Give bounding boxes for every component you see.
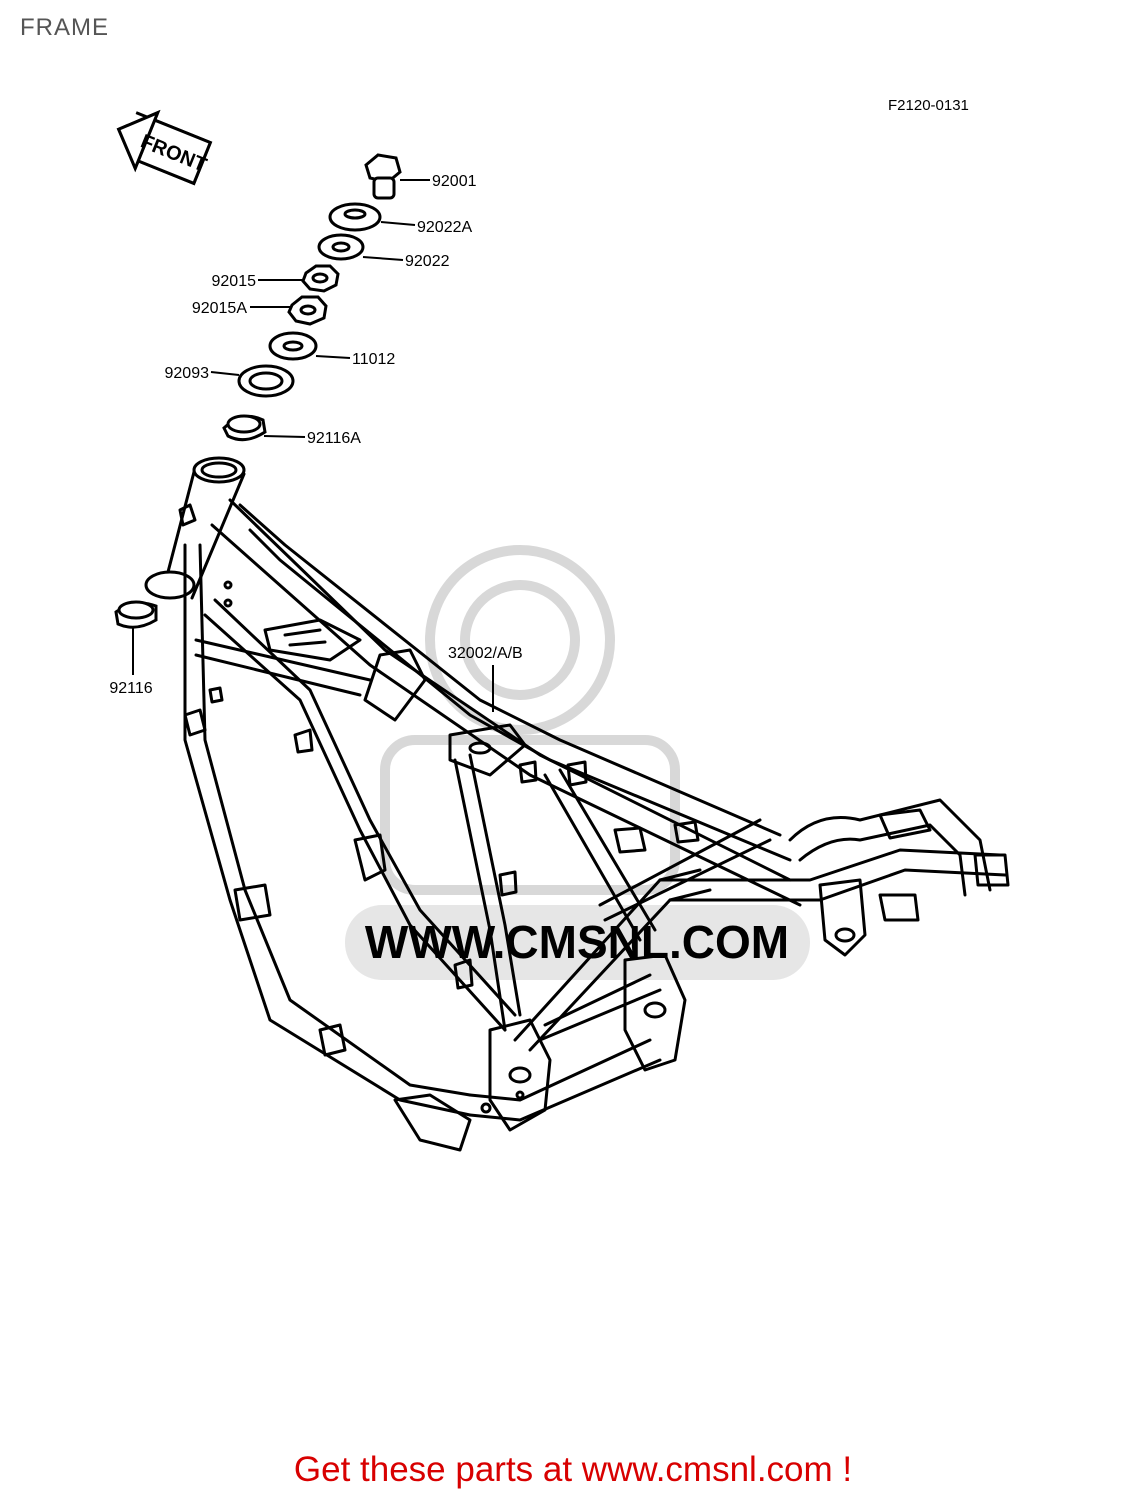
label-92001: 92001 xyxy=(432,173,477,190)
frame-32002 xyxy=(144,456,1010,1152)
part-labels: 92001 92022A 92022 92015 92015A 11012 92… xyxy=(109,173,522,697)
label-11012: 11012 xyxy=(352,351,395,368)
front-arrow-icon: FRONT xyxy=(116,109,213,186)
leader-lines xyxy=(132,179,494,712)
label-92116: 92116 xyxy=(109,680,152,697)
page-title: FRAME xyxy=(20,14,109,41)
label-92022a: 92022A xyxy=(417,219,472,236)
label-92116a: 92116A xyxy=(307,430,361,447)
label-92093: 92093 xyxy=(165,365,210,382)
label-92015: 92015 xyxy=(212,273,257,290)
bolt-92001 xyxy=(364,153,402,200)
cmsnl-watermark: WWW.CMSNL.COM xyxy=(345,545,810,980)
label-92022: 92022 xyxy=(405,253,450,270)
footer-cmsnl-link[interactable]: Get these parts at www.cmsnl.com ! xyxy=(293,1450,853,1489)
label-32002: 32002/A/B xyxy=(448,645,523,662)
figure-code: F2120-0131 xyxy=(888,97,969,114)
steering-head-parts xyxy=(114,153,402,629)
watermark-text: WWW.CMSNL.COM xyxy=(365,916,789,968)
label-92015a: 92015A xyxy=(192,300,247,317)
